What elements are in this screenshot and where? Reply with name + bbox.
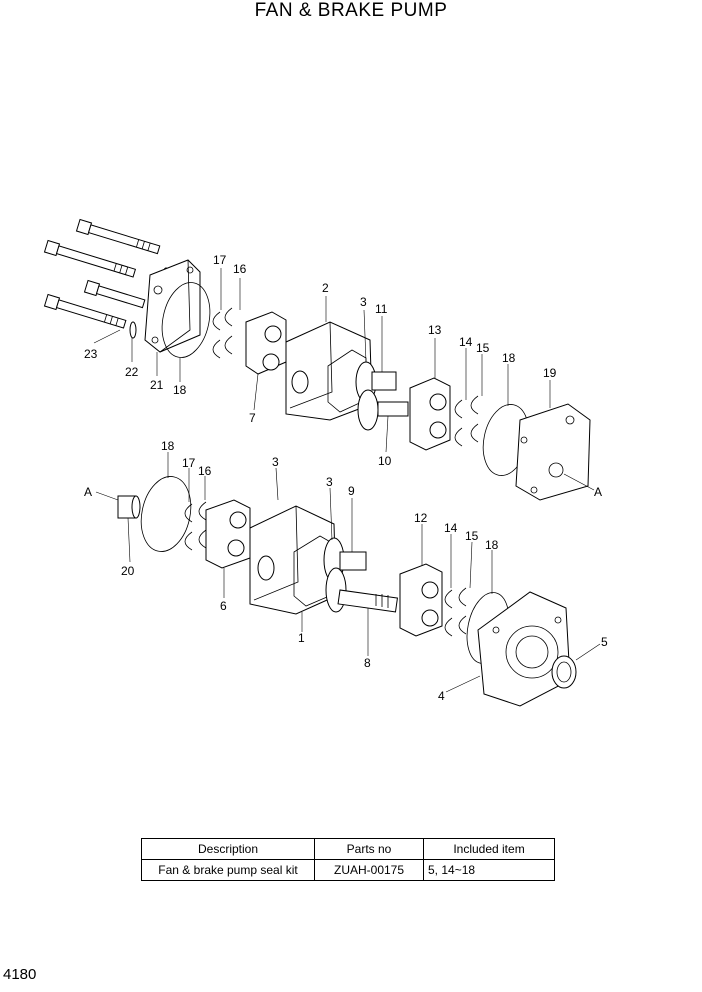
- callout-18: 18: [173, 383, 187, 397]
- callout-a: A: [594, 485, 602, 499]
- gear-set: [323, 537, 367, 613]
- cell-included-item: 5, 14~18: [423, 859, 555, 881]
- callout-14: 14: [459, 335, 473, 349]
- o-ring: [140, 476, 192, 552]
- callout-4: 4: [438, 689, 445, 703]
- callout-14: 14: [444, 521, 458, 535]
- end-cover: [144, 259, 201, 353]
- callout-12: 12: [414, 511, 428, 525]
- bearing-block: [409, 377, 451, 451]
- table-header-row: Description Parts no Included item: [141, 838, 555, 860]
- mounting-flange: [477, 591, 571, 707]
- needle-bearing: [117, 495, 141, 519]
- callout-19: 19: [543, 366, 557, 380]
- shaft-seal: [551, 655, 577, 689]
- callout-3: 3: [360, 295, 367, 309]
- callout-13: 13: [428, 323, 442, 337]
- callout-23: 23: [84, 347, 98, 361]
- callout-2: 2: [322, 281, 329, 295]
- callout-20: 20: [121, 564, 135, 578]
- page-title: FAN & BRAKE PUMP: [254, 0, 448, 21]
- bearing-block: [245, 311, 287, 375]
- callout-21: 21: [150, 378, 164, 392]
- cell-description: Fan & brake pump seal kit: [141, 859, 315, 881]
- backup-ring: [458, 587, 467, 635]
- callouts: 23 22 21 18 17 16 7 2 3 11 10 13 14 15 1…: [84, 253, 608, 703]
- seal-ring: [454, 399, 463, 447]
- cell-parts-no: ZUAH-00175: [314, 859, 424, 881]
- callout-16: 16: [233, 262, 247, 276]
- callout-15: 15: [465, 529, 479, 543]
- callout-18: 18: [161, 439, 175, 453]
- column-header-description: Description: [141, 838, 315, 860]
- seal-ring: [224, 307, 233, 355]
- table-row: Fan & brake pump seal kit ZUAH-00175 5, …: [141, 859, 555, 881]
- callout-3: 3: [326, 475, 333, 489]
- leader-lines: [93, 268, 601, 693]
- callout-7: 7: [249, 411, 256, 425]
- column-header-included-item: Included item: [423, 838, 555, 860]
- pump-body: [249, 505, 337, 615]
- backup-ring: [470, 395, 479, 443]
- column-header-parts-no: Parts no: [314, 838, 424, 860]
- drive-shaft: [337, 589, 399, 613]
- callout-5: 5: [601, 635, 608, 649]
- seal-ring: [444, 589, 453, 637]
- callout-9: 9: [348, 484, 355, 498]
- page-number: 4180: [3, 966, 37, 983]
- callout-10: 10: [378, 454, 392, 468]
- bearing-block: [205, 499, 251, 569]
- callout-1: 1: [298, 631, 305, 645]
- callout-18: 18: [485, 538, 499, 552]
- o-ring: [161, 282, 211, 358]
- seal-ring: [198, 501, 207, 549]
- callout-18: 18: [502, 351, 516, 365]
- callout-15: 15: [476, 341, 490, 355]
- backup-ring: [184, 503, 193, 551]
- rear-cover: [515, 403, 591, 501]
- callout-8: 8: [364, 656, 371, 670]
- backup-ring: [212, 311, 221, 359]
- callout-3: 3: [272, 455, 279, 469]
- washer: [129, 321, 137, 339]
- callout-6: 6: [220, 599, 227, 613]
- bearing-block: [399, 563, 443, 637]
- gear-set: [355, 361, 409, 431]
- seal-kit-table: Description Parts no Included item Fan &…: [141, 838, 555, 881]
- callout-22: 22: [125, 365, 139, 379]
- callout-16: 16: [198, 464, 212, 478]
- callout-17: 17: [213, 253, 227, 267]
- callout-17: 17: [182, 456, 196, 470]
- bolt-set: [43, 218, 161, 329]
- callout-a: A: [84, 485, 92, 499]
- callout-11: 11: [375, 302, 388, 316]
